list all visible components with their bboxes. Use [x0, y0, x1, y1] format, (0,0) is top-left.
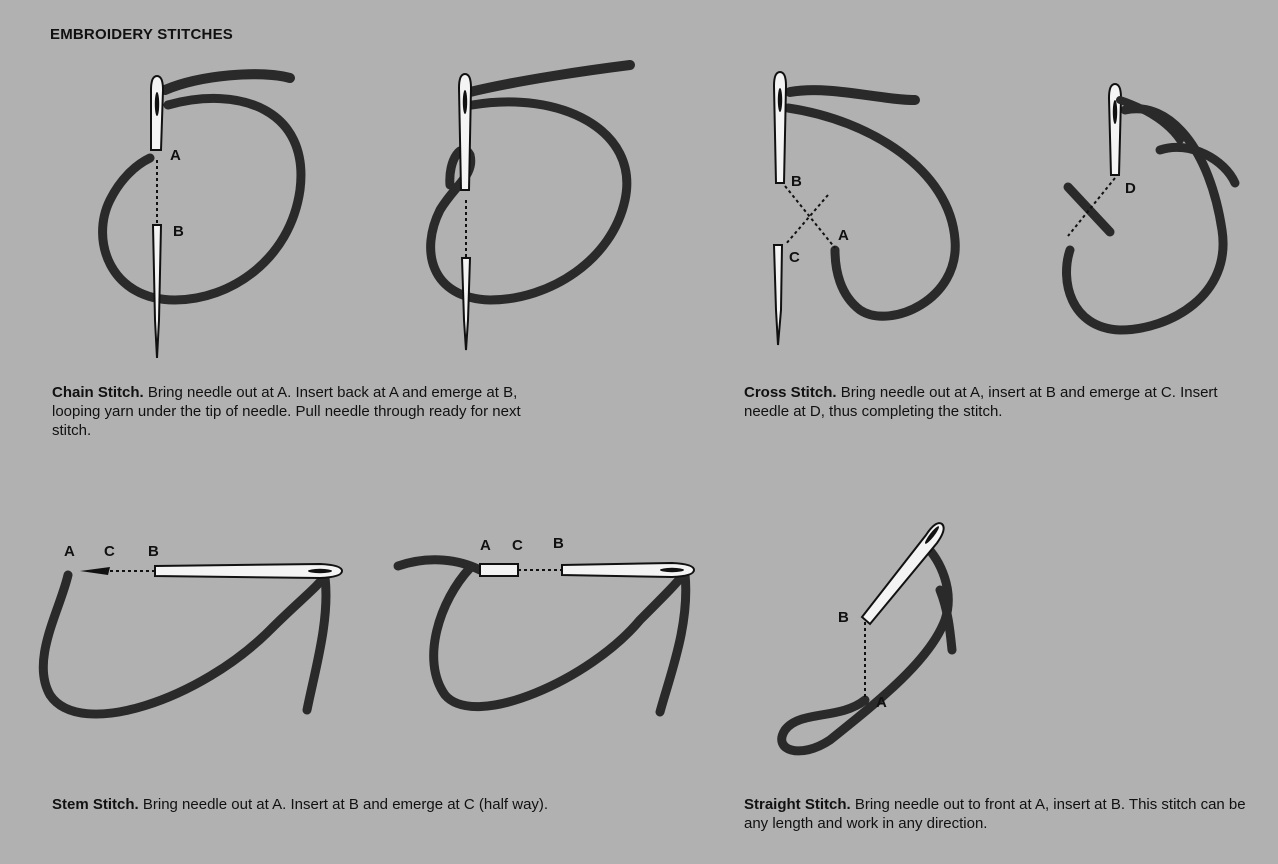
needle-icon	[862, 523, 944, 624]
label-b: B	[148, 543, 159, 560]
chain-stitch-caption: Chain Stitch. Bring needle out at A. Ins…	[52, 383, 552, 440]
label-c: C	[789, 249, 800, 266]
label-b: B	[838, 609, 849, 626]
chain-stitch-diagram-2	[431, 65, 630, 350]
label-a: A	[838, 227, 849, 244]
stem-stitch-diagram-2: A C B	[398, 535, 694, 712]
label-a: A	[876, 694, 887, 711]
cross-stitch-diagram-2: D	[1067, 84, 1235, 330]
stem-stitch-diagram-1: A C B	[43, 543, 342, 714]
stem-stitch-name: Stem Stitch.	[52, 796, 139, 813]
cross-stitch-name: Cross Stitch.	[744, 384, 837, 401]
label-b: B	[173, 223, 184, 240]
label-a: A	[170, 147, 181, 164]
chain-stitch-name: Chain Stitch.	[52, 384, 144, 401]
cross-stitch-caption: Cross Stitch. Bring needle out at A, ins…	[744, 383, 1259, 421]
cross-stitch-diagram-1: B A C	[774, 72, 955, 345]
needle-icon	[155, 564, 342, 578]
label-c: C	[512, 537, 523, 554]
label-a: A	[64, 543, 75, 560]
label-c: C	[104, 543, 115, 560]
label-b: B	[553, 535, 564, 552]
chain-stitch-diagram-1: A B	[103, 74, 301, 358]
label-a: A	[480, 537, 491, 554]
label-b: B	[791, 173, 802, 190]
stem-stitch-caption: Stem Stitch. Bring needle out at A. Inse…	[52, 795, 552, 814]
straight-stitch-caption: Straight Stitch. Bring needle out to fro…	[744, 795, 1259, 833]
straight-stitch-name: Straight Stitch.	[744, 796, 851, 813]
needle-icon	[774, 72, 786, 345]
needle-icon	[562, 563, 694, 577]
straight-stitch-diagram: B A	[782, 523, 952, 751]
stem-stitch-text: Bring needle out at A. Insert at B and e…	[143, 796, 548, 813]
label-d: D	[1125, 180, 1136, 197]
